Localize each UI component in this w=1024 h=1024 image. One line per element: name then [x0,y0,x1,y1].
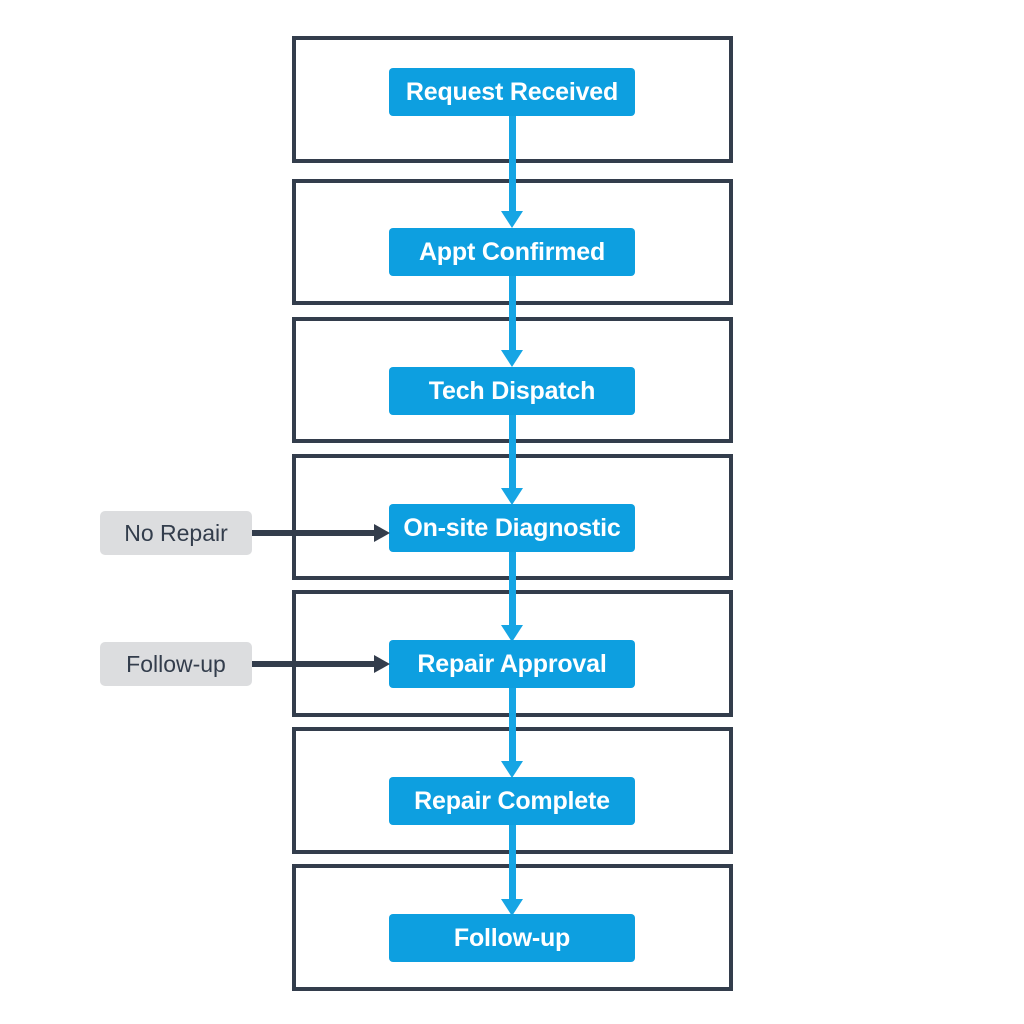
node-repair-complete[interactable]: Repair Complete [389,777,635,825]
node-label-appt-confirmed: Appt Confirmed [418,237,606,266]
flow-arrow-dispatch-to-diagnostic [501,399,523,505]
node-label-on-site-diagnostic: On-site Diagnostic [403,513,621,542]
flow-arrow-complete-to-followup [501,809,523,916]
node-label-repair-approval: Repair Approval [417,649,607,678]
node-repair-approval[interactable]: Repair Approval [389,640,635,688]
branch-label-follow-up-text: Follow-up [126,650,226,677]
flow-arrow-diagnostic-to-approval [501,536,523,642]
branch-label-no-repair[interactable]: No Repair [100,511,252,555]
node-tech-dispatch[interactable]: Tech Dispatch [389,367,635,415]
node-on-site-diagnostic[interactable]: On-site Diagnostic [389,504,635,552]
branch-arrow-no-repair [252,524,390,542]
node-follow-up[interactable]: Follow-up [389,914,635,962]
flow-arrow-request-to-appt [501,100,523,228]
node-label-follow-up: Follow-up [453,923,571,952]
branch-arrow-follow-up [252,655,390,673]
node-label-tech-dispatch: Tech Dispatch [428,376,596,405]
flow-arrow-approval-to-complete [501,672,523,778]
node-label-request-received: Request Received [405,77,619,106]
flow-arrow-appt-to-dispatch [501,260,523,367]
node-request-received[interactable]: Request Received [389,68,635,116]
branch-label-no-repair-text: No Repair [124,519,228,546]
node-appt-confirmed[interactable]: Appt Confirmed [389,228,635,276]
branch-label-follow-up[interactable]: Follow-up [100,642,252,686]
node-label-repair-complete: Repair Complete [414,786,610,815]
